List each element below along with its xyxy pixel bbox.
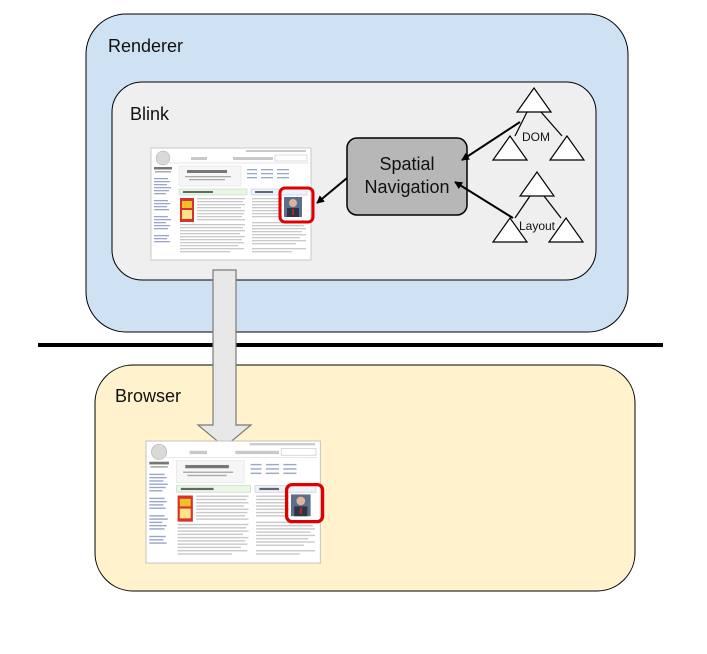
layout-label: Layout (519, 219, 556, 233)
layout-tree-root-node (518, 170, 556, 197)
dom-label: DOM (522, 130, 550, 144)
layout-to-spatial-navigation-arrow (454, 181, 514, 219)
dom-tree-root-node (515, 86, 553, 113)
transfer-arrow (196, 269, 253, 448)
layout-tree-left-node (491, 216, 529, 243)
spatial-navigation-to-focus-arrow (316, 177, 348, 204)
layout-tree (491, 170, 585, 243)
spatial-navigation-label-line2: Navigation (364, 177, 449, 197)
spatial-navigation-box (346, 137, 468, 216)
dom-tree-edge (540, 111, 563, 137)
spatial-navigation-label-line1: Spatial (379, 154, 434, 174)
renderer-label: Renderer (108, 36, 183, 56)
dom-to-spatial-navigation-arrow (461, 121, 521, 161)
layout-tree-edge (514, 195, 531, 219)
dom-tree-right-node (548, 134, 586, 161)
layout-tree-edge (543, 195, 562, 219)
blink-label: Blink (130, 104, 170, 124)
dom-tree-edge (514, 111, 528, 137)
browser-label: Browser (115, 386, 181, 406)
browser-page-thumbnail (145, 440, 325, 564)
renderer-page-thumbnail (150, 147, 315, 261)
layout-tree-right-node (547, 216, 585, 243)
renderer-focus-ring (278, 186, 315, 224)
dom-tree (491, 86, 586, 161)
dom-tree-left-node (491, 134, 529, 161)
browser-focus-ring (284, 482, 325, 524)
